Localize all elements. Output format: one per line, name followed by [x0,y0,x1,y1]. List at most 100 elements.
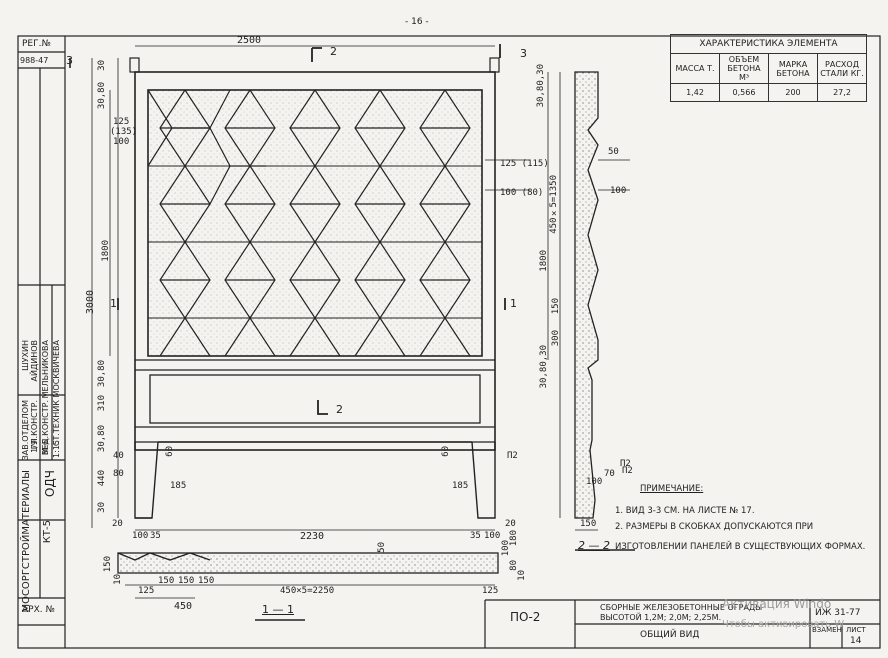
title-code: ИЖ 31-77 [815,608,861,618]
dim-100: 100 [113,137,130,147]
title-sheet-label: ЛИСТ [846,626,866,634]
org-name: МОСОРГСТРОЙМАТЕРИАЛЫ [21,470,32,613]
s11-dim-2: 150 [178,576,195,586]
section-1-1 [117,549,635,621]
dim-3080-a: 30,80 [97,360,107,388]
dim-440: 440 [97,470,107,487]
dim-35b: 35 [470,531,481,541]
title-mark: ПО-2 [510,610,541,624]
dim-1800: 1800 [101,240,111,262]
section-title-1-1: 1 — 1 [262,603,294,616]
s11-left-0: 150 [103,556,113,573]
s11-right-1: 180 [509,530,519,547]
s11-dim-450: 450 [174,601,193,612]
dim-20a: 20 [112,519,123,529]
dim-60a: 60 [165,446,175,457]
s22-dim-10: 150 [580,519,597,529]
title-replace: ВЗАМЕН [812,626,842,634]
num-value: 1/9 [30,440,39,453]
dim-30: 30 [97,502,107,513]
title-block-lines [484,599,880,648]
s22-dim-4: 1800 [539,250,549,272]
dim-125: 125 [113,117,130,127]
lower-band [149,374,481,424]
s11-dim-0: 125 [138,586,155,596]
char-value-mass: 1,42 [670,83,720,102]
s11-left-1: 10 [113,574,123,585]
notes-title: ПРИМЕЧАНИЕ: [640,484,704,494]
dim-185b: 185 [452,481,469,491]
dim-135: (135) [110,127,138,137]
dim-2230: 2230 [300,531,325,542]
dim-185a: 185 [170,481,187,491]
panel-outline [134,71,496,451]
char-title: ХАРАКТЕРИСТИКА ЭЛЕМЕНТА [670,34,867,54]
section-2-2 [547,71,630,531]
dim-width-top: 2500 [237,35,262,46]
sheet-frame [17,35,881,649]
section-mark-2: 2 [330,45,337,58]
s22-dim-2: 30,80,30 [536,64,546,108]
char-value-grade: 200 [768,83,818,102]
reg-value: 988-47 [20,56,49,65]
dim-35a: 35 [150,531,161,541]
characteristics-table: ХАРАКТЕРИСТИКА ЭЛЕМЕНТА МАССА Т. ОБЪЕМ Б… [670,34,867,102]
dim-100a: 100 [132,531,149,541]
section-mark-1: 1 [110,297,117,310]
s22-dim-3: 450×5=1350 [549,175,559,234]
title-desc-2: ВЫСОТОЙ 1,2М; 2,0М; 2,25М. [600,613,722,622]
dim-40: 40 [113,451,124,461]
dim-height-total: 3000 [85,290,96,315]
dept-label: ОДЧ [43,470,57,498]
s11-dim-3: 150 [198,576,215,586]
s11-dim-1: 150 [158,576,175,586]
s22-dim-7: 30,80,30 [539,345,549,389]
s22-dim-0: 50 [608,147,619,157]
title-view: ОБЩИЙ ВИД [640,630,700,640]
title-sheet-num: 14 [850,636,862,646]
dim-3080-top: 30,80 [97,82,107,110]
staff-name-0: ШУХИН [21,340,30,371]
title-desc-1: СБОРНЫЕ ЖЕЛЕЗОБЕТОННЫЕ ОГРАДЫ [600,603,763,612]
char-header-steel: РАСХОД СТАЛИ КГ. [817,53,867,84]
dim-right-125: 125 (115) [500,159,549,169]
staff-name-3: МОСКВИЧЕВА [52,340,61,398]
note-1: 1. ВИД 3-3 СМ. НА ЛИСТЕ № 17. [615,506,755,516]
char-header-mass: МАССА Т. [670,53,720,84]
section-mark-3b: 3 [66,54,73,67]
s22-dim-5: 150 [551,298,561,315]
label-p2b: П2 [622,466,633,476]
section-mark-3: 3 [520,47,527,60]
s11-right-3: 10 [517,570,527,581]
org-code: КТ-5 [42,520,53,544]
char-header-volume: ОБЪЕМ БЕТОНА М³ [719,53,769,84]
char-value-steel: 27,2 [817,83,867,102]
dim-310: 310 [97,395,107,412]
dim-80: 80 [113,469,124,479]
s11-dim-4: 450×5=2250 [280,586,335,596]
code-0: М-6 [41,440,50,455]
dim-3080-c: 30,80 [97,425,107,453]
s22-dim-8: 70 [604,469,615,479]
char-value-volume: 0,566 [719,83,769,102]
note-2: 2. РАЗМЕРЫ В СКОБКАХ ДОПУСКАЮТСЯ ПРИ [615,522,814,532]
staff-name-1: АЙДИНОВ [30,340,39,382]
char-header-grade: МАРКА БЕТОНА [768,53,818,84]
label-p2a: П2 [507,451,518,461]
s22-dim-6: 300 [551,330,561,347]
s22-p2: П2 [620,459,631,469]
s11-dim-50: 50 [377,542,387,553]
note-3: ИЗГОТОВЛЕНИИ ПАНЕЛЕЙ В СУЩЕСТВУЮЩИХ ФОРМ… [615,542,866,552]
s22-dim-1: 100 [610,186,627,196]
dim-100b: 100 [484,531,501,541]
section-mark-2b: 2 [336,403,343,416]
s11-dim-5: 125 [482,586,499,596]
staff-name-2: МЕЛЬНИКОВА [41,340,50,399]
watermark-line-1: Активация Windo [722,597,832,611]
dim-right-100: 100 (80) [500,188,544,198]
staff-role-0: ЗАВ.ОТДЕЛОМ [21,400,30,461]
code-1: 1:15 [52,440,61,458]
reg-label: РЕГ.№ [22,39,51,49]
